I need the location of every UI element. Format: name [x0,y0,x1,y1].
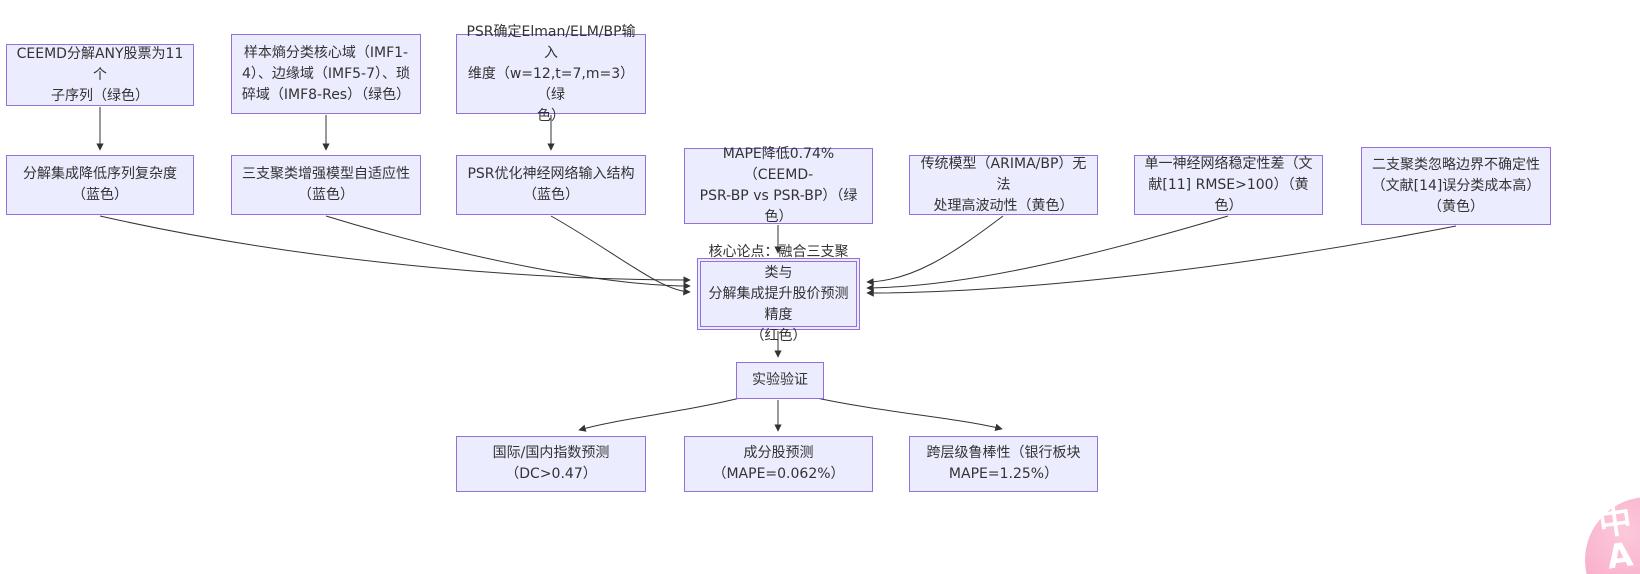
node-index-prediction: 国际/国内指数预测 （DC>0.47） [456,436,646,492]
node-mape-reduction: MAPE降低0.74%（CEEMD- PSR-BP vs PSR-BP）（绿 色… [684,146,873,225]
edge-singlenn-to-core [866,215,1229,292]
edge-trad-to-core [866,215,1004,286]
node-three-way-clustering: 三支聚类增强模型自适应性 （蓝色） [231,155,421,215]
edge-exp-to-index [578,396,745,432]
node-ceemd-decomposition: CEEMD分解ANY股票为11个 子序列（绿色） [6,44,194,106]
node-two-way-clustering: 二支聚类忽略边界不确定性 （文献[14]误分类成本高） （黄色） [1361,147,1551,225]
node-cross-level-robustness: 跨层级鲁棒性（银行板块 MAPE=1.25%） [909,436,1098,492]
node-decomposition-benefit: 分解集成降低序列复杂度 （蓝色） [6,155,194,215]
node-core-thesis: 核心论点：融合三支聚类与 分解集成提升股价预测精度 （红色） [697,244,860,344]
watermark-text: 中 A [1596,499,1637,574]
edge-psropt-to-core [550,215,691,296]
node-component-prediction: 成分股预测 （MAPE=0.062%） [684,436,873,492]
node-single-nn-instability: 单一神经网络稳定性差（文 献[11] RMSE>100）（黄色） [1134,155,1323,215]
node-experiment-validation: 实验验证 [736,362,824,399]
edge-exp-to-robustness [811,396,1003,432]
edge-threeway-to-core [325,215,691,290]
edge-twoway-to-core [866,225,1457,297]
node-psr-input-dimension: PSR确定Elman/ELM/BP输入 维度（w=12,t=7,m=3）（绿 色… [456,24,646,124]
node-traditional-models: 传统模型（ARIMA/BP）无法 处理高波动性（黄色） [909,155,1098,215]
edge-decomp-to-core [99,215,691,284]
node-psr-optimization: PSR优化神经网络输入结构 （蓝色） [456,155,646,215]
node-sample-entropy: 样本熵分类核心域（IMF1- 4）、边缘域（IMF5-7）、琐 碎域（IMF8-… [231,34,421,114]
